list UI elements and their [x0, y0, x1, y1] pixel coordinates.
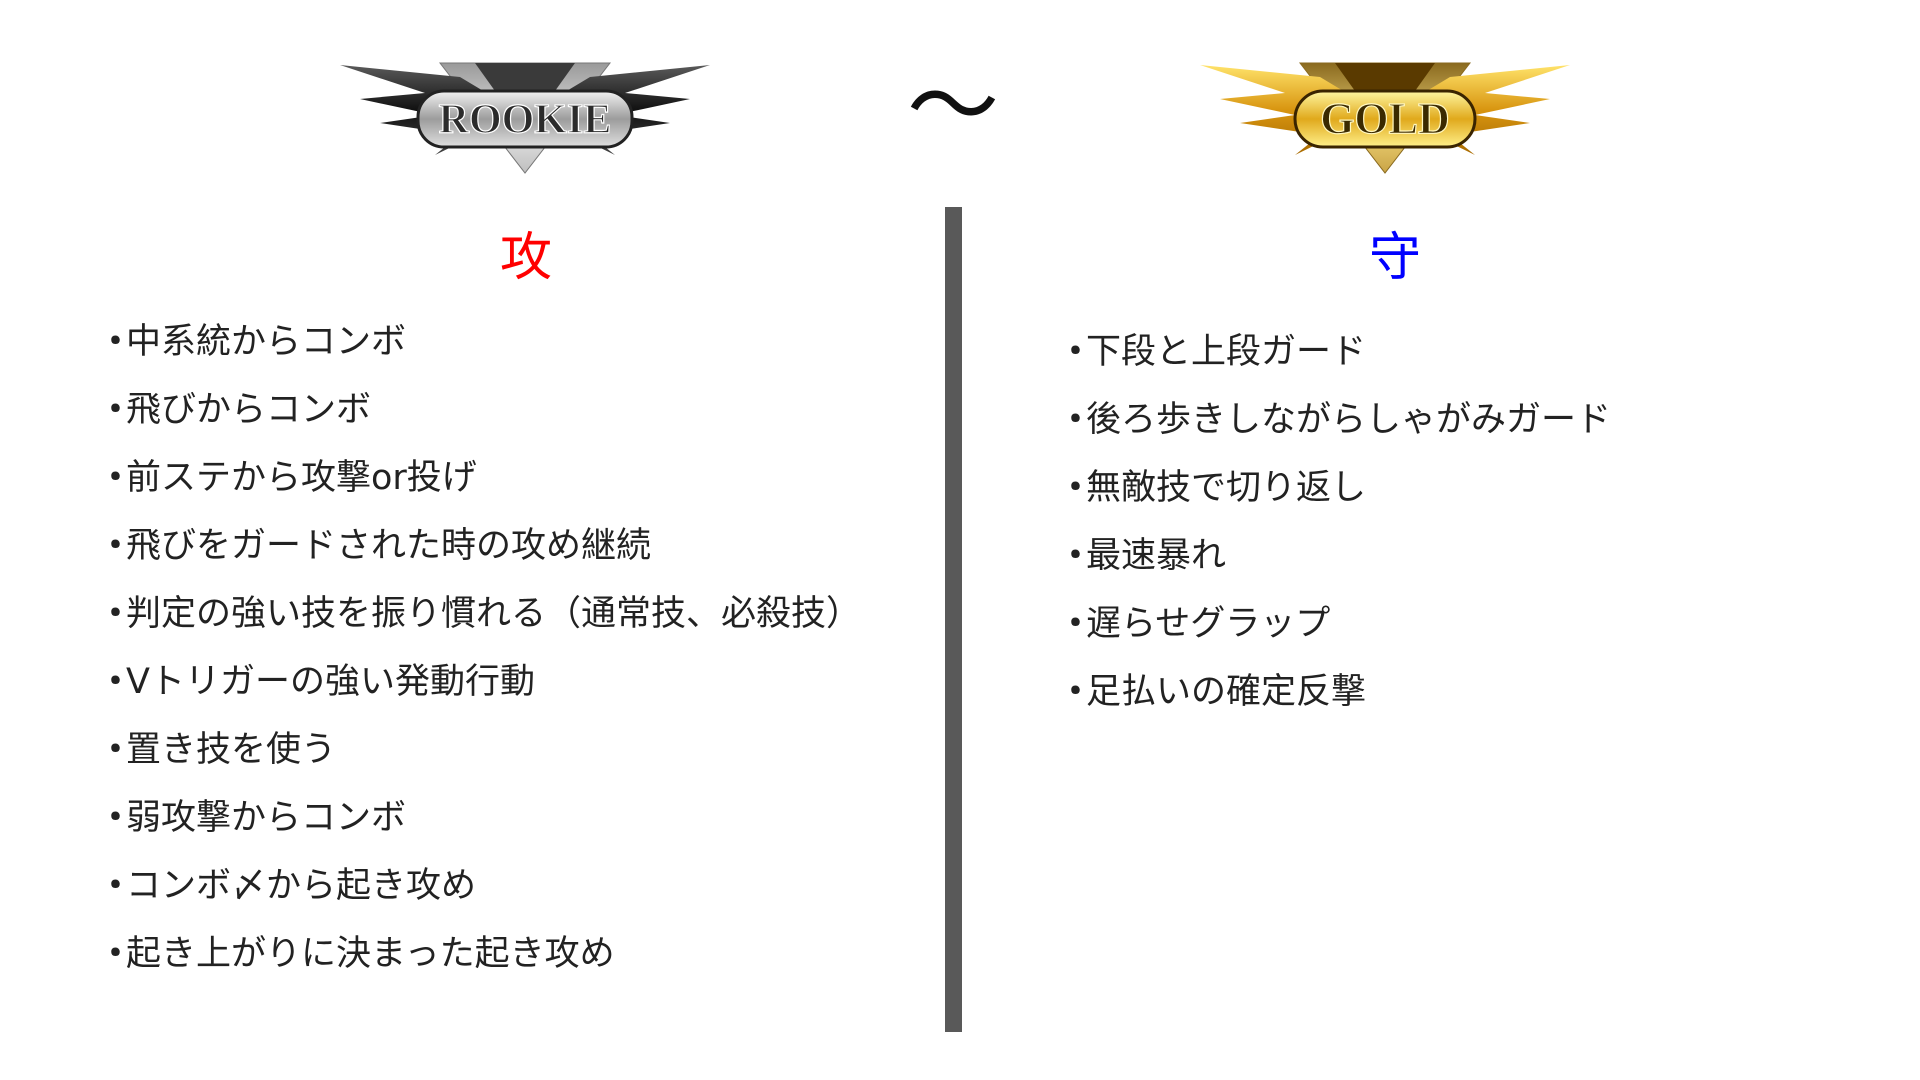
defense-item-text: 最速暴れ — [1086, 536, 1227, 576]
defense-heading: 守 — [1368, 228, 1421, 288]
gold-label: GOLD — [1320, 94, 1450, 143]
list-item: ・置き技を使う — [98, 716, 938, 784]
list-item: ・最速暴れ — [1058, 522, 1858, 590]
list-item: ・中系統からコンボ — [98, 308, 938, 376]
defense-item-text: 後ろ歩きしながらしゃがみガード — [1086, 400, 1612, 440]
rank-badge-gold: GOLD — [1200, 55, 1570, 180]
list-item: ・足払いの確定反撃 — [1058, 658, 1858, 726]
attack-heading: 攻 — [499, 228, 552, 288]
bullet: ・ — [98, 322, 134, 362]
rookie-emblem-icon: ROOKIE — [340, 62, 710, 174]
list-item: ・飛びをガードされた時の攻め継続 — [98, 512, 938, 580]
bullet: ・ — [1058, 536, 1094, 576]
list-item: ・判定の強い技を振り慣れる（通常技、必殺技） — [98, 580, 938, 648]
rank-badge-rookie: ROOKIE — [340, 55, 710, 180]
bullet: ・ — [1058, 604, 1094, 644]
attack-item-text: 飛びからコンボ — [126, 390, 372, 430]
defense-item-text: 足払いの確定反撃 — [1086, 672, 1367, 712]
list-item: ・無敵技で切り返し — [1058, 454, 1858, 522]
bullet: ・ — [98, 594, 134, 634]
bullet: ・ — [98, 730, 134, 770]
bullet: ・ — [98, 390, 134, 430]
attack-list: ・中系統からコンボ ・飛びからコンボ ・前ステから攻撃or投げ ・飛びをガードさ… — [98, 308, 938, 988]
bullet: ・ — [98, 934, 134, 974]
defense-item-text: 遅らせグラップ — [1086, 604, 1331, 644]
list-item: ・Vトリガーの強い発動行動 — [98, 648, 938, 716]
list-item: ・コンボ〆から起き攻め — [98, 852, 938, 920]
rookie-label: ROOKIE — [439, 97, 612, 143]
bullet: ・ — [1058, 672, 1094, 712]
list-item: ・遅らせグラップ — [1058, 590, 1858, 658]
list-item: ・下段と上段ガード — [1058, 318, 1858, 386]
list-item: ・弱攻撃からコンボ — [98, 784, 938, 852]
attack-item-text: 飛びをガードされた時の攻め継続 — [126, 526, 652, 566]
defense-item-text: 下段と上段ガード — [1086, 332, 1367, 372]
bullet: ・ — [98, 526, 134, 566]
attack-item-text: 弱攻撃からコンボ — [126, 798, 407, 838]
bullet: ・ — [98, 798, 134, 838]
attack-item-text: 中系統からコンボ — [126, 322, 407, 362]
attack-item-text: 前ステから攻撃or投げ — [126, 458, 477, 498]
bullet: ・ — [98, 866, 134, 906]
rank-range-separator: ～ — [906, 53, 999, 160]
bullet: ・ — [98, 458, 134, 498]
list-item: ・前ステから攻撃or投げ — [98, 444, 938, 512]
bullet: ・ — [98, 662, 134, 702]
attack-item-text: 起き上がりに決まった起き攻め — [126, 934, 615, 974]
list-item: ・後ろ歩きしながらしゃがみガード — [1058, 386, 1858, 454]
list-item: ・起き上がりに決まった起き攻め — [98, 920, 938, 988]
attack-item-text: 判定の強い技を振り慣れる（通常技、必殺技） — [126, 594, 862, 634]
defense-item-text: 無敵技で切り返し — [1086, 468, 1367, 508]
column-divider — [945, 207, 962, 1032]
bullet: ・ — [1058, 332, 1094, 372]
bullet: ・ — [1058, 400, 1094, 440]
bullet: ・ — [1058, 468, 1094, 508]
attack-item-text: 置き技を使う — [126, 730, 337, 770]
attack-item-text: コンボ〆から起き攻め — [126, 866, 477, 906]
defense-list: ・下段と上段ガード ・後ろ歩きしながらしゃがみガード ・無敵技で切り返し ・最速… — [1058, 318, 1858, 726]
attack-item-text: Vトリガーの強い発動行動 — [126, 662, 535, 702]
gold-emblem-icon: GOLD — [1200, 62, 1570, 174]
list-item: ・飛びからコンボ — [98, 376, 938, 444]
